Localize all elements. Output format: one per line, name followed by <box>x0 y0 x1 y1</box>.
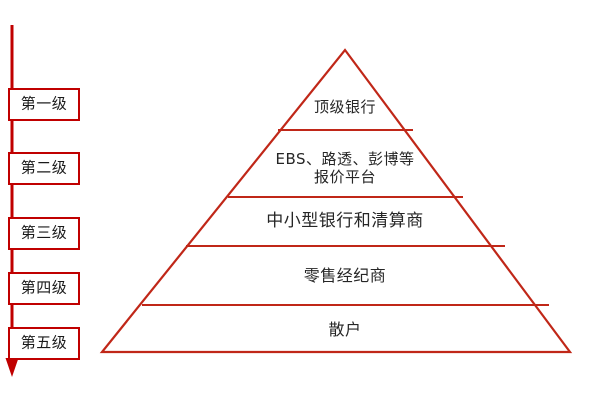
level-box-5[interactable]: 第五级 <box>8 327 80 360</box>
level-box-1[interactable]: 第一级 <box>8 88 80 121</box>
pyramid-triangle <box>99 48 573 354</box>
level-axis-arrowhead <box>5 358 19 377</box>
level-box-3-label: 第三级 <box>20 223 68 242</box>
level-box-1-label: 第一级 <box>20 94 68 113</box>
level-box-5-label: 第五级 <box>20 333 68 352</box>
level-axis-arrow <box>5 25 19 377</box>
level-box-4-label: 第四级 <box>20 278 68 297</box>
level-box-2-label: 第二级 <box>20 158 68 177</box>
level-box-2[interactable]: 第二级 <box>8 152 80 185</box>
level-box-4[interactable]: 第四级 <box>8 272 80 305</box>
level-box-3[interactable]: 第三级 <box>8 217 80 250</box>
pyramid-outline <box>99 48 573 354</box>
pyramid-dividers <box>142 129 549 306</box>
